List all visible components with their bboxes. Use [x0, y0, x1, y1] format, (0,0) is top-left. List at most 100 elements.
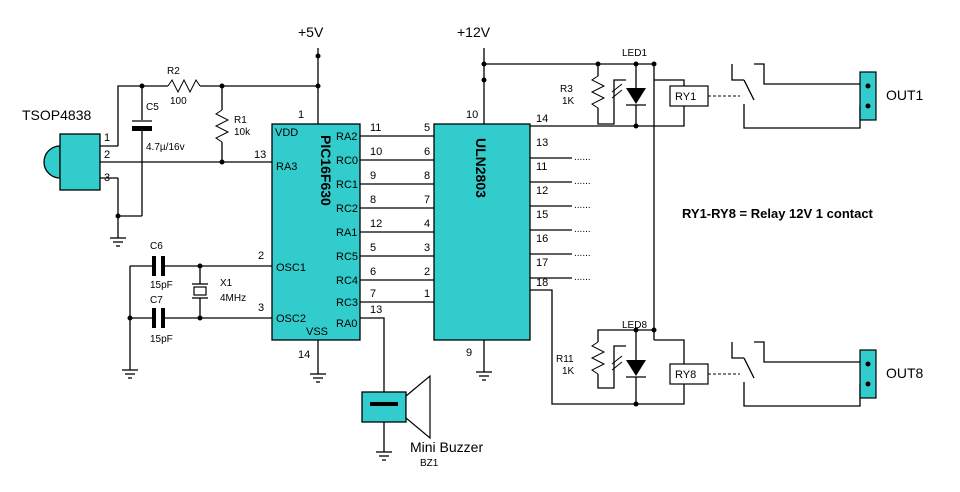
- buzzer-ref: BZ1: [420, 458, 439, 469]
- continuation-dots: ......: [574, 224, 591, 235]
- pic-pin-name: RA0: [336, 318, 357, 330]
- r3-ref: R3: [560, 84, 573, 95]
- led1-label: LED1: [622, 48, 647, 59]
- wire: [597, 329, 654, 342]
- x1-value: 4MHz: [220, 293, 246, 304]
- pic-vss-pin: 14: [298, 349, 310, 361]
- buzzer-horn: [405, 374, 431, 440]
- continuation-dots: ......: [574, 176, 591, 187]
- uln-out-pin: 17: [536, 257, 548, 269]
- junction: [315, 53, 321, 59]
- wire: [754, 341, 860, 363]
- r11-ref: R11: [556, 354, 574, 365]
- buzzer-element: [370, 402, 398, 406]
- uln-out-pin: 12: [536, 185, 548, 197]
- x1-ref: X1: [220, 278, 233, 289]
- ground-symbol: [110, 237, 126, 247]
- ry1-label: RY1: [675, 91, 696, 103]
- pic-vdd-pin: 1: [298, 109, 304, 121]
- ry8-label: RY8: [675, 369, 696, 381]
- wire: [117, 178, 142, 217]
- uln-output-pins: 1413......11......12......15......16....…: [530, 113, 591, 289]
- sensor-body: [59, 133, 101, 191]
- uln-out-pin: 18: [536, 277, 548, 289]
- pic-pin-num: 6: [370, 266, 376, 278]
- out8-connector: [859, 349, 877, 399]
- pic-pin-ra3: RA3: [276, 161, 297, 173]
- r11-value: 1K: [562, 366, 575, 377]
- ground-symbol: [476, 371, 492, 381]
- supply-12v-label: +12V: [457, 24, 491, 40]
- resistor-r1: [214, 109, 230, 143]
- uln-in-pin: 4: [424, 218, 430, 230]
- terminal: [865, 83, 871, 89]
- buzzer-label: Mini Buzzer: [410, 439, 483, 455]
- r3-value: 1K: [562, 96, 575, 107]
- wire: [597, 345, 626, 389]
- uln-top-pin: 10: [466, 109, 478, 121]
- pic-vss: VSS: [306, 326, 328, 338]
- ground-symbol: [376, 451, 392, 461]
- uln-in-pin: 2: [424, 266, 430, 278]
- uln-out-pin: 11: [536, 161, 547, 173]
- ground-symbol: [122, 369, 138, 379]
- resistor-r3: [590, 75, 606, 109]
- capacitor-c7: [161, 308, 165, 328]
- pic-pin-osc1: OSC1: [276, 262, 306, 274]
- pic-pin-num: 7: [370, 288, 376, 300]
- uln-out-pin: 14: [536, 113, 548, 125]
- c6-ref: C6: [150, 241, 163, 252]
- led1-symbol: [626, 88, 646, 104]
- pic-pin-name: RC1: [336, 179, 358, 191]
- pic-pin-name: RC4: [336, 275, 358, 287]
- sensor-dome: [43, 145, 61, 179]
- c6-value: 15pF: [150, 280, 173, 291]
- r2-ref: R2: [167, 66, 180, 77]
- pic-name: PIC16F630: [318, 135, 334, 206]
- led-ray: [611, 361, 623, 371]
- resistor-r2: [167, 78, 201, 94]
- pic-pin-name: RA2: [336, 131, 357, 143]
- crystal-x1: [193, 286, 207, 296]
- junction: [595, 61, 601, 67]
- continuation-dots: ......: [574, 152, 591, 163]
- junction: [481, 77, 487, 83]
- r1-value: 10k: [234, 127, 251, 138]
- pic-pin-name: RC3: [336, 297, 358, 309]
- pic-chip: [271, 123, 361, 341]
- wire: [654, 79, 685, 86]
- r1-ref: R1: [234, 115, 247, 126]
- wire: [597, 79, 626, 125]
- pic-pin-num: 10: [370, 146, 382, 158]
- capacitor-c5-plate: [132, 126, 152, 131]
- c7-ref: C7: [150, 295, 163, 306]
- led-ray: [611, 89, 623, 99]
- terminal: [865, 381, 871, 387]
- led-ray: [611, 83, 623, 93]
- led8-symbol: [626, 360, 646, 376]
- resistor-r11: [590, 341, 606, 375]
- uln-out-pin: 15: [536, 209, 548, 221]
- wire: [743, 382, 861, 407]
- pic-pin-osc2: OSC2: [276, 313, 306, 325]
- pic-pin-name: RC2: [336, 203, 358, 215]
- uln-in-pin: 7: [424, 194, 430, 206]
- capacitor-c7: [152, 308, 156, 328]
- out1-connector: [859, 71, 877, 121]
- pic-pin-num: 3: [258, 302, 264, 314]
- uln-chip: [433, 123, 531, 341]
- pic-pin-num: 11: [370, 122, 381, 134]
- wire: [530, 289, 685, 405]
- r2-value: 100: [170, 96, 187, 107]
- uln-in-pin: 8: [424, 170, 430, 182]
- ground-symbol: [310, 373, 326, 383]
- wire: [731, 342, 744, 359]
- c5-value: 4.7µ/16v: [146, 142, 185, 153]
- pic-pin-num: 13: [370, 304, 382, 316]
- wire: [743, 104, 861, 129]
- buzzer-body: [361, 391, 407, 423]
- uln-bottom-pin: 9: [466, 347, 472, 359]
- wire: [117, 85, 168, 146]
- sensor-pin-1: 1: [104, 132, 110, 144]
